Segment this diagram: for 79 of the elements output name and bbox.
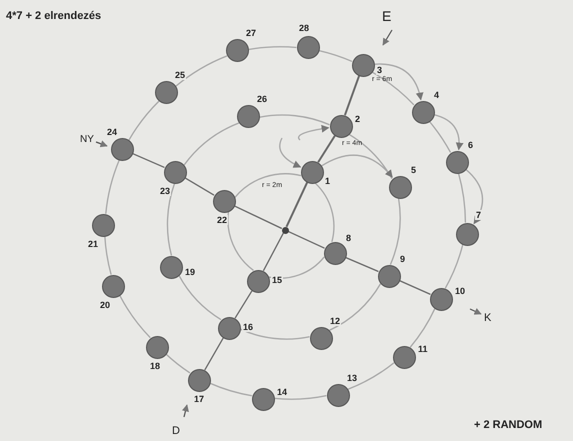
- ring-line: [458, 173, 466, 223]
- position-number: 19: [184, 267, 196, 277]
- curved-arrow: [279, 138, 302, 168]
- ring-line: [104, 236, 112, 275]
- note: + 2 RANDOM: [474, 419, 542, 431]
- radial-line: [344, 75, 360, 116]
- curved-arrow: [434, 114, 464, 150]
- radial-line: [399, 280, 431, 295]
- position-number: 25: [174, 70, 186, 80]
- position-number: 2: [354, 114, 362, 124]
- position-number: 10: [454, 286, 466, 296]
- ring-line: [105, 160, 120, 214]
- position-number: 18: [149, 361, 162, 371]
- ring-line: [240, 328, 310, 340]
- radial-line: [286, 182, 308, 228]
- radial-line: [234, 290, 253, 319]
- ring-line: [178, 275, 222, 320]
- radial-line: [288, 230, 325, 249]
- direction-label: D: [172, 425, 180, 437]
- radial-line: [234, 205, 282, 230]
- ring-line: [234, 173, 302, 198]
- curved-arrow: [298, 124, 330, 140]
- direction-label: NY: [80, 134, 94, 145]
- position-number: 12: [329, 316, 342, 326]
- position-number: 7: [475, 210, 482, 220]
- radial-line: [132, 152, 165, 168]
- radial-line: [345, 256, 379, 272]
- position-number: 3: [376, 65, 384, 75]
- ring-line: [227, 212, 254, 271]
- ring-line: [348, 362, 394, 390]
- ring-line: [166, 354, 190, 374]
- position-number: 4: [433, 90, 440, 100]
- curved-arrow: [321, 154, 393, 178]
- ring-line: [176, 55, 228, 87]
- position-number: 9: [399, 254, 406, 264]
- radial-line: [317, 135, 336, 163]
- position-number: 16: [242, 322, 254, 332]
- position-number: 1: [324, 176, 332, 186]
- ring-line: [428, 121, 452, 153]
- ring-line: [444, 244, 464, 289]
- position-number: 26: [256, 94, 268, 104]
- position-number: 17: [193, 394, 206, 404]
- ring-line: [210, 382, 252, 396]
- ring-line: [410, 308, 436, 348]
- position-number: 14: [276, 387, 288, 397]
- ring-line: [184, 122, 240, 166]
- ring-line: [314, 182, 335, 242]
- position-number: 23: [159, 186, 172, 196]
- ring-line: [274, 394, 327, 400]
- position-number: 28: [298, 23, 310, 33]
- position-number: 8: [345, 233, 352, 243]
- radial-line: [184, 177, 214, 196]
- position-number: 5: [410, 165, 418, 175]
- position-number: 6: [467, 140, 474, 150]
- position-number: 21: [87, 239, 100, 249]
- curved-arrow: [374, 63, 424, 100]
- ring-line: [128, 100, 160, 140]
- ring-line: [119, 295, 151, 338]
- ring-line: [390, 198, 401, 265]
- ring-line: [318, 50, 352, 62]
- direction-label: E: [382, 8, 392, 24]
- ring-line: [348, 134, 393, 180]
- position-number: 15: [271, 275, 284, 285]
- diagram-title: 4*7 + 2 elrendezés: [6, 10, 102, 22]
- position-number: 24: [106, 127, 118, 137]
- direction-label: K: [484, 312, 492, 324]
- position-number: 13: [346, 373, 358, 383]
- position-number: 22: [216, 215, 228, 225]
- ring-line: [166, 183, 176, 256]
- ring-line: [372, 72, 414, 106]
- position-number: 20: [99, 300, 112, 310]
- radial-line: [262, 232, 284, 272]
- position-number: 11: [417, 344, 429, 354]
- ring-line: [259, 114, 330, 126]
- ring-line: [329, 283, 382, 331]
- radial-line: [204, 338, 224, 370]
- ring-line: [268, 256, 325, 279]
- position-number: 27: [245, 28, 258, 38]
- ring-line: [248, 46, 297, 50]
